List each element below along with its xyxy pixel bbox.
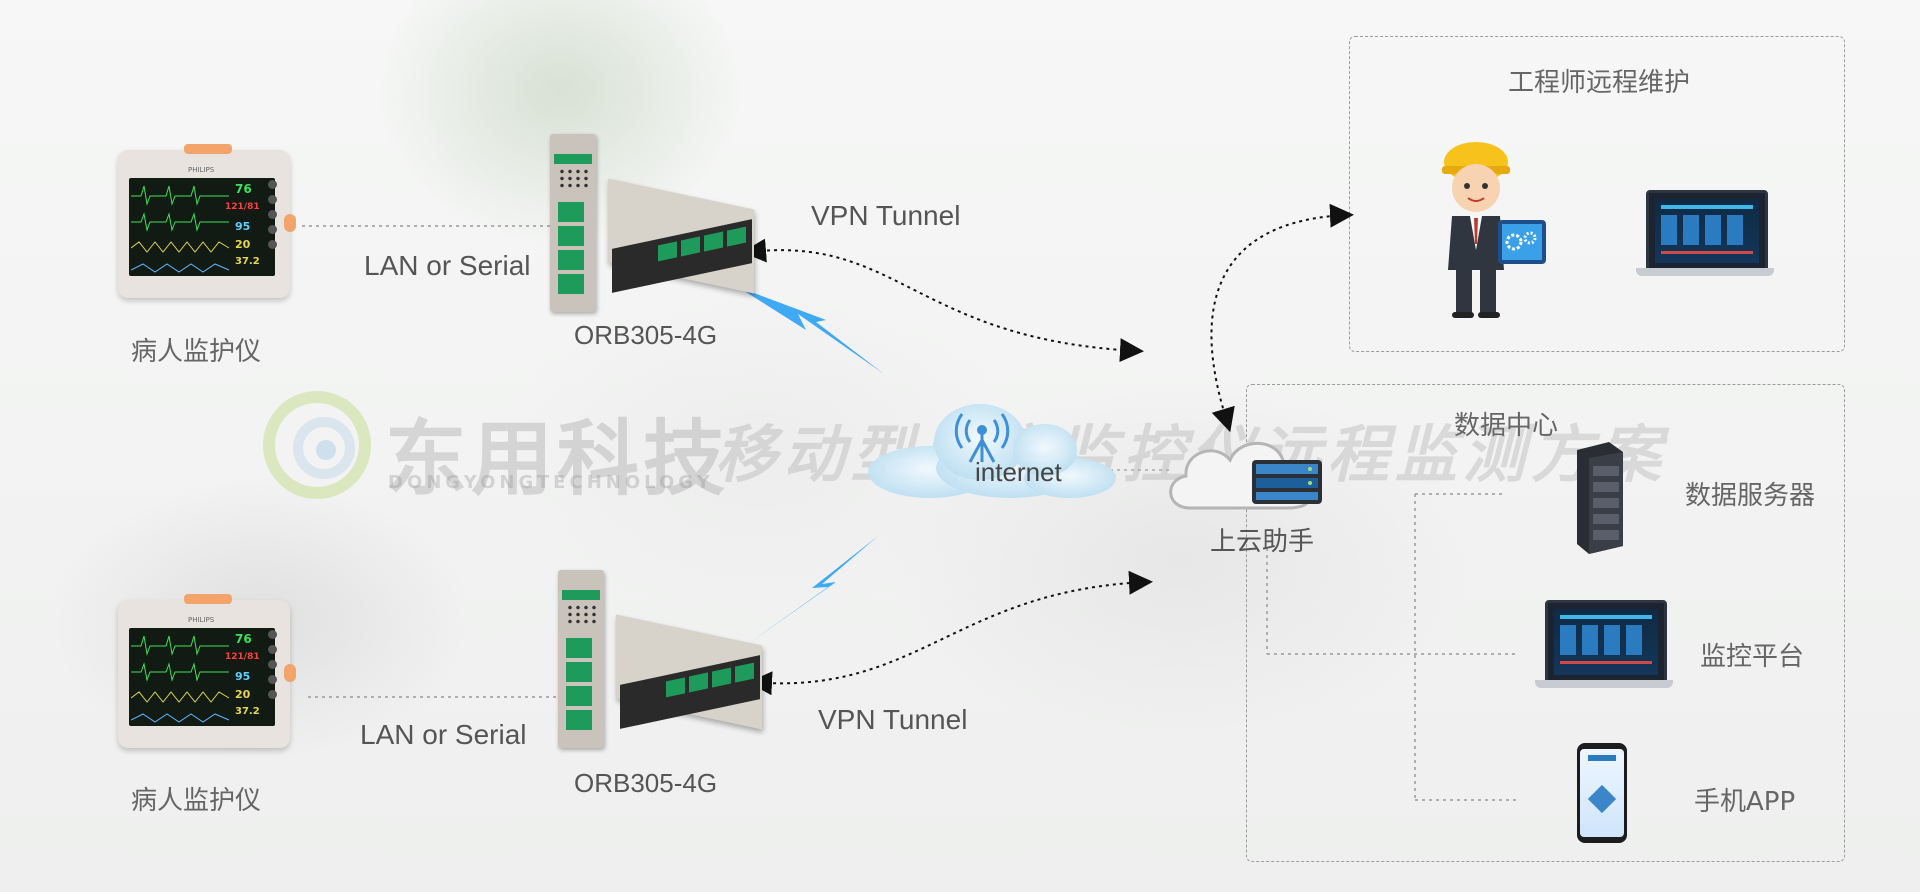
internet-label: internet: [975, 457, 1062, 487]
temp-value: 37.2: [235, 706, 260, 717]
remote-maintenance-group: [1349, 36, 1845, 352]
resp-value: 20: [235, 688, 251, 701]
cloud-helper-label: 上云助手: [1210, 527, 1315, 557]
cloud-helper-icon: [1160, 430, 1330, 520]
remote-maintenance-title: 工程师远程维护: [1508, 68, 1691, 98]
wireless-bolt-1: [738, 287, 884, 374]
monitor-brand: PHILIPS: [188, 616, 215, 624]
data-server-label: 数据服务器: [1685, 481, 1816, 511]
patient-monitor-label-1: 病人监护仪: [131, 337, 262, 367]
data-center-tree: [1266, 493, 1518, 801]
antenna-icon: [954, 413, 1010, 463]
brand-logo: [262, 390, 372, 500]
router-model-label-2: ORB305-4G: [574, 768, 718, 798]
router-model-label-1: ORB305-4G: [574, 320, 718, 350]
lan-serial-label-1: LAN or Serial: [364, 250, 531, 281]
vpn-tunnel-label-2: VPN Tunnel: [818, 704, 968, 735]
heart-rate-value: 76: [235, 632, 252, 646]
engineer-icon: [1430, 140, 1550, 320]
lan-serial-label-2: LAN or Serial: [360, 719, 527, 750]
router-orb305-2: [556, 570, 766, 750]
data-center-group: [1246, 384, 1845, 862]
laptop-icon: [1636, 190, 1774, 286]
heart-rate-value: 76: [235, 182, 252, 196]
server-icon: [1567, 442, 1627, 554]
wireless-bolt-2: [745, 536, 878, 646]
vpn-tunnel-line-2: [748, 570, 1153, 696]
blood-pressure-value: 121/81: [225, 652, 260, 662]
temp-value: 37.2: [235, 256, 260, 267]
spo2-value: 95: [235, 670, 251, 683]
monitor-brand: PHILIPS: [188, 166, 215, 174]
router-orb305-1: [548, 134, 758, 314]
cloud-maintenance-line: [1210, 203, 1354, 433]
data-center-title: 数据中心: [1454, 411, 1559, 441]
patient-monitor-1: PHILIPS 76 121/81 95 20 37.2: [118, 144, 296, 300]
patient-monitor-label-2: 病人监护仪: [131, 786, 262, 816]
watermark-brand-en: DONGYONGTECHNOLOGY: [388, 472, 714, 493]
internet-cloud-icon: [850, 380, 1120, 510]
resp-value: 20: [235, 238, 251, 251]
monitoring-platform-label: 监控平台: [1700, 642, 1805, 672]
mobile-app-label: 手机APP: [1694, 787, 1796, 817]
patient-monitor-2: PHILIPS 76 121/81 95 20 37.2: [118, 594, 296, 750]
vpn-tunnel-label-1: VPN Tunnel: [811, 200, 961, 231]
spo2-value: 95: [235, 220, 251, 233]
phone-app-icon: [1577, 743, 1627, 843]
vpn-tunnel-line-1: [742, 238, 1144, 363]
laptop-dashboard-icon: [1535, 600, 1673, 700]
watermark-brand: 东用科技: [385, 412, 730, 507]
blood-pressure-value: 121/81: [225, 202, 260, 212]
